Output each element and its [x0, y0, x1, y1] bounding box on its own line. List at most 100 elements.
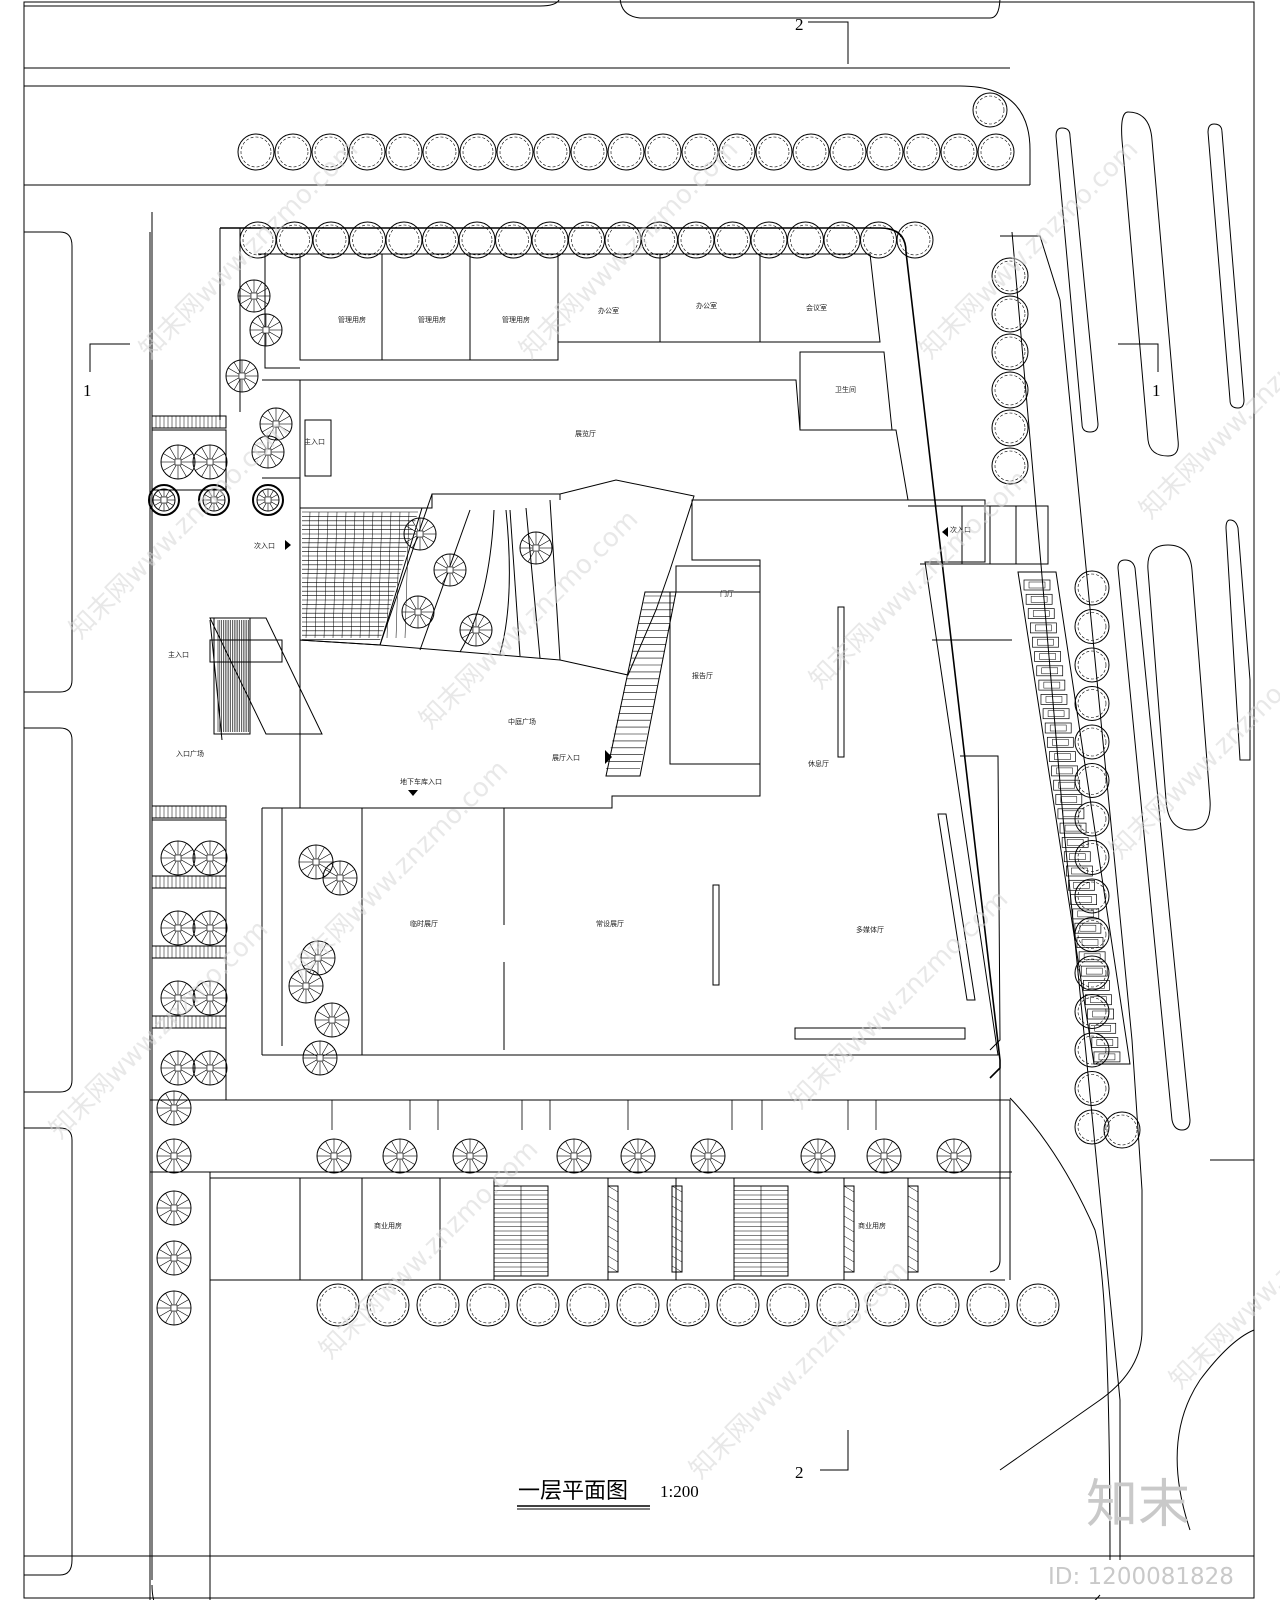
tree-icon	[556, 1138, 592, 1174]
tree-icon	[1074, 724, 1110, 760]
room-label: 管理用房	[418, 315, 446, 324]
tree-icon	[259, 407, 293, 441]
entry-arrow	[942, 527, 948, 537]
tree-icon	[1016, 1283, 1060, 1327]
tree-icon	[401, 595, 435, 629]
tree-icon	[690, 1138, 726, 1174]
tree-icon	[991, 447, 1029, 485]
shop-strip	[210, 1099, 1011, 1281]
room-label: 入口广场	[176, 749, 204, 758]
tree-icon	[251, 435, 285, 469]
tree-icon	[198, 484, 230, 516]
drawing-title: 一层平面图	[518, 1479, 628, 1504]
tree-icon	[1074, 647, 1110, 683]
room-label: 中庭广场	[508, 717, 536, 726]
tree-icon	[459, 613, 493, 647]
tree-icon	[936, 1138, 972, 1174]
tree-icon	[160, 910, 196, 946]
room-label: 地下车库入口	[400, 777, 442, 786]
tree-icon	[1074, 763, 1110, 798]
entry-arrow	[408, 790, 418, 796]
tree-icon	[192, 444, 228, 480]
right-road	[999, 111, 1255, 1561]
tree-icon	[225, 359, 259, 393]
tree-icon	[896, 221, 934, 259]
drawing-scale: 1:200	[660, 1482, 699, 1501]
watermark-text: 知末网www.znzmo.com	[44, 914, 275, 1145]
section-marker-left: 1	[83, 343, 130, 400]
tree-icon	[366, 1283, 410, 1327]
tree-icon	[382, 1138, 418, 1174]
tree-icon	[991, 409, 1029, 447]
tree-icon	[616, 1283, 660, 1327]
grille-left	[151, 415, 227, 1101]
tree-icon	[496, 133, 534, 171]
section-number: 1	[1152, 381, 1161, 400]
tree-icon	[607, 133, 645, 171]
tree-icon	[416, 1283, 460, 1327]
tree-icon	[249, 313, 283, 347]
tree-icon	[256, 488, 280, 512]
tree-icon	[1074, 840, 1110, 875]
tree-icon	[829, 133, 867, 171]
watermark-layer: 知末网www.znzmo.com 知末网www.znzmo.com 知末网www.z…	[44, 134, 1280, 1485]
tree-icon	[644, 133, 682, 171]
tree-icon	[452, 1138, 488, 1174]
tree-icon	[202, 488, 226, 512]
tree-icon	[966, 1283, 1010, 1327]
watermark-text: 知末网www.znzmo.com	[64, 414, 295, 645]
tree-icon	[1074, 686, 1110, 721]
room-label: 办公室	[696, 301, 717, 310]
tree-icon	[991, 257, 1029, 295]
tree-icon	[800, 1138, 836, 1174]
room-label: 办公室	[598, 306, 619, 315]
id-watermark: ID: 1200081828	[1048, 1564, 1234, 1590]
room-label: 展厅入口	[552, 754, 580, 762]
tree-icon	[160, 444, 196, 480]
tree-icon	[519, 531, 553, 565]
curb-right	[1011, 231, 1121, 1560]
sheet-border	[23, 1, 1255, 1599]
tree-icon	[237, 279, 271, 313]
tree-icon	[716, 1283, 760, 1327]
room-label: 卫生间	[835, 385, 856, 394]
entry-arrow	[285, 540, 291, 550]
tree-icon	[192, 910, 228, 946]
tree-icon	[570, 133, 608, 171]
tree-icon	[903, 133, 941, 171]
tree-icon	[192, 980, 228, 1016]
room-label: 商业用房	[858, 1221, 886, 1230]
watermark-text: 知末网www.znzmo.com	[804, 464, 1035, 695]
tree-icon	[620, 1138, 656, 1174]
tree-icon	[916, 1283, 960, 1327]
tree-icon	[252, 484, 284, 516]
tree-icon	[156, 1240, 192, 1276]
trees-spoked	[148, 279, 972, 1326]
tree-icon	[681, 133, 719, 171]
hatched-pad	[299, 507, 423, 646]
entry-arrow	[605, 750, 612, 764]
entrance-pavilion	[209, 617, 323, 741]
tree-icon	[466, 1283, 510, 1327]
tree-icon	[156, 1290, 192, 1326]
tree-icon	[792, 133, 830, 171]
room-label: 休息厅	[808, 759, 829, 768]
tree-icon	[156, 1138, 192, 1174]
watermark-text: 知末网www.znzmo.com	[1164, 1164, 1280, 1395]
room-label: 管理用房	[338, 315, 366, 324]
tree-icon	[422, 133, 460, 171]
room-label: 会议室	[806, 303, 827, 312]
tree-icon	[1074, 570, 1110, 606]
tree-icon	[192, 840, 228, 876]
tree-icon	[298, 844, 334, 880]
tree-icon	[156, 1090, 192, 1126]
room-label: 临时展厅	[410, 919, 438, 928]
trees-plain	[237, 92, 1141, 1327]
tree-icon	[403, 517, 437, 551]
section-number: 2	[795, 15, 804, 34]
central-block	[261, 379, 999, 1056]
tree-icon	[385, 133, 423, 171]
room-label: 主入口	[168, 650, 189, 659]
